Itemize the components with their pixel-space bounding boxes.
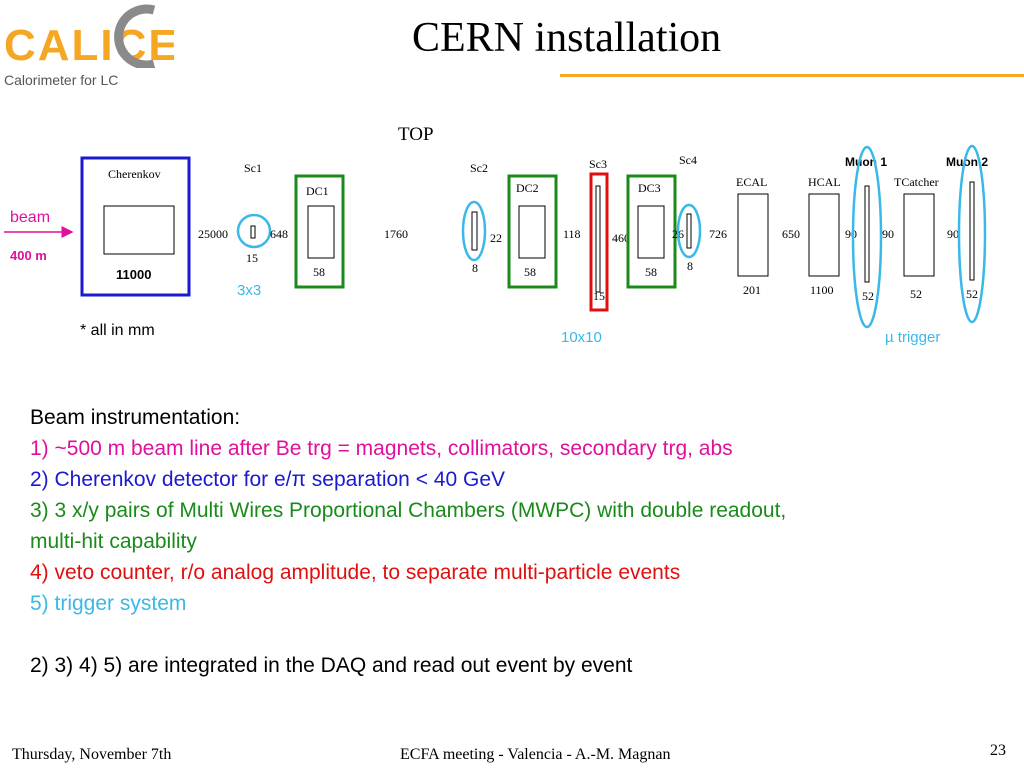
sc4-trigger-ring — [676, 203, 702, 259]
dim-90b: 90 — [882, 227, 894, 241]
hcal-label: HCAL — [808, 175, 841, 189]
dim-52b: 52 — [910, 287, 922, 301]
item-trigger: 5) trigger system — [30, 592, 187, 615]
footer-date: Thursday, November 7th — [12, 746, 172, 763]
dim-8a: 8 — [472, 261, 478, 275]
sc2-trigger-ring — [461, 200, 487, 262]
beam-distance: 400 m — [10, 248, 47, 263]
cherenkov-inner — [103, 205, 175, 255]
dc2-inner — [518, 205, 546, 259]
footer-center: ECFA meeting - Valencia - A.-M. Magnan — [400, 746, 671, 763]
muon2-label: Muon 2 — [946, 155, 988, 169]
dim-726: 726 — [709, 227, 727, 241]
dim-8b: 8 — [687, 259, 693, 273]
dc1-frame — [294, 174, 345, 289]
dim-22: 22 — [490, 231, 502, 245]
dim-52c: 52 — [966, 287, 978, 301]
dim-648: 648 — [270, 227, 288, 241]
annotation-3x3: 3x3 — [237, 282, 261, 299]
cherenkov-box — [80, 156, 191, 297]
dim-90c: 90 — [947, 227, 959, 241]
view-label-top: TOP — [398, 124, 434, 145]
sc2-label: Sc2 — [470, 161, 488, 175]
item-mwpc: 3) 3 x/y pairs of Multi Wires Proportion… — [30, 499, 787, 522]
beamline-diagram: TOP beam 400 m Cherenkov 11000 Sc1 25000… — [4, 124, 988, 346]
dim-90a: 90 — [845, 227, 857, 241]
dim-201: 201 — [743, 283, 761, 297]
dim-58b: 58 — [524, 265, 536, 279]
sc4-counter — [686, 213, 692, 249]
spacer — [30, 619, 1010, 650]
muon2-counter — [969, 181, 975, 281]
item-mwpc-cont: multi-hit capability — [30, 530, 197, 553]
dim-1760: 1760 — [384, 227, 408, 241]
tcatcher-box — [903, 193, 935, 277]
dim-15b: 15 — [593, 289, 605, 303]
dim-118: 118 — [563, 227, 581, 241]
dc2-frame — [507, 174, 558, 289]
page-title: CERN installation — [412, 15, 722, 61]
muon1-label: Muon 1 — [845, 155, 887, 169]
dc1-label: DC1 — [306, 184, 329, 198]
muon2-trigger-ring — [957, 144, 987, 324]
logo-c-arc-icon — [114, 4, 156, 68]
tcatcher-label: TCatcher — [894, 175, 939, 189]
logo-letters: CALICE — [4, 21, 174, 68]
hcal-box — [808, 193, 840, 277]
sc1-counter — [250, 225, 256, 239]
dc3-inner — [637, 205, 665, 259]
dim-58c: 58 — [645, 265, 657, 279]
dc3-frame — [626, 174, 677, 289]
body-heading: Beam instrumentation: — [30, 406, 241, 429]
dim-650: 650 — [782, 227, 800, 241]
item-beam-line: 1) ~500 m beam line after Be trg = magne… — [30, 437, 733, 460]
ecal-label: ECAL — [736, 175, 767, 189]
summary-line: 2) 3) 4) 5) are integrated in the DAQ an… — [30, 654, 633, 677]
muon1-counter — [864, 185, 870, 283]
ecal-box — [737, 193, 769, 277]
sc3-veto-frame — [589, 172, 609, 312]
dim-460: 460 — [612, 231, 630, 245]
dim-52a: 52 — [862, 289, 874, 303]
calice-logo: CALICE — [4, 4, 174, 68]
cherenkov-length: 11000 — [116, 267, 151, 282]
mu-trigger-annotation: µ trigger — [885, 329, 940, 346]
dc3-label: DC3 — [638, 181, 661, 195]
body-text: Beam instrumentation: 1) ~500 m beam lin… — [30, 402, 1010, 681]
beam-label: beam — [10, 209, 50, 226]
logo-subtitle: Calorimeter for LC — [4, 72, 119, 88]
muon1-trigger-ring — [851, 145, 883, 329]
dc2-label: DC2 — [516, 181, 539, 195]
dim-1100: 1100 — [810, 283, 834, 297]
sc1-trigger-ring — [236, 213, 272, 249]
dim-25000: 25000 — [198, 227, 228, 241]
dc1-inner — [307, 205, 335, 259]
sc2-counter — [471, 211, 478, 251]
units-note: * all in mm — [80, 322, 155, 339]
item-cherenkov: 2) Cherenkov detector for e/π separation… — [30, 468, 506, 491]
title-underline — [560, 74, 1024, 77]
sc3-label: Sc3 — [589, 157, 607, 171]
sc4-label: Sc4 — [679, 153, 697, 167]
dim-15a: 15 — [246, 251, 258, 265]
page-number: 23 — [990, 742, 1006, 759]
dim-58a: 58 — [313, 265, 325, 279]
annotation-10x10: 10x10 — [561, 329, 602, 346]
sc3-counter — [595, 185, 601, 293]
sc1-label: Sc1 — [244, 161, 262, 175]
item-veto: 4) veto counter, r/o analog amplitude, t… — [30, 561, 681, 584]
cherenkov-label: Cherenkov — [108, 167, 161, 181]
